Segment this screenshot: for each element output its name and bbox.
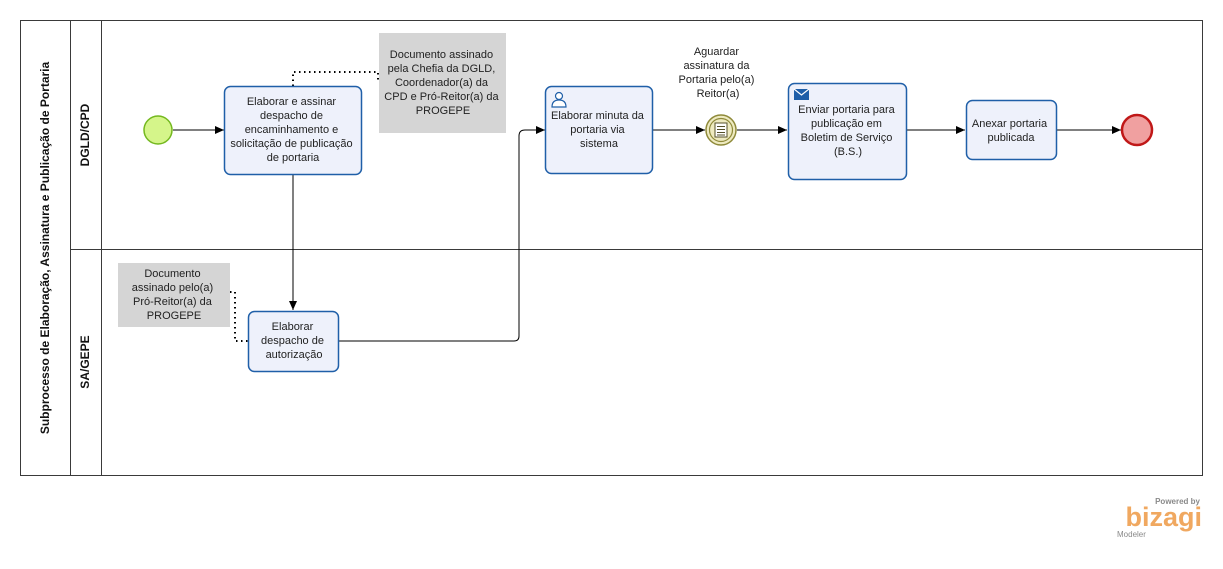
- associations: [230, 71, 379, 342]
- conditional-icon: [714, 122, 728, 138]
- start-event[interactable]: [143, 115, 173, 145]
- task-label: Elaborar e assinar despacho de encaminha…: [230, 96, 355, 164]
- task-anexar-portaria[interactable]: Anexar portaria publicada: [965, 99, 1058, 161]
- association-a1[interactable]: [292, 71, 379, 86]
- lane-title-dgld: DGLD/CPD: [78, 103, 92, 166]
- task-enviar-portaria[interactable]: Enviar portaria para publicação em Bolet…: [787, 82, 908, 181]
- annotation-text: Documento assinado pelo(a) Pró-Reitor(a)…: [132, 268, 216, 322]
- annotation-text: Documento assinado pela Chefia da DGLD, …: [384, 49, 501, 117]
- lane-title-sagepe: SA/GEPE: [78, 335, 92, 388]
- task-label: Elaborar minuta da portaria via sistema: [551, 110, 647, 150]
- task-label: Enviar portaria para publicação em Bolet…: [798, 104, 898, 158]
- powered-by-label: Powered by: [1155, 497, 1200, 506]
- intermediate-event[interactable]: [705, 114, 737, 146]
- pool-title: Subprocesso de Elaboração, Assinatura e …: [38, 62, 52, 435]
- task-label: Elaborar despacho de autorização: [261, 321, 327, 361]
- flow-t2-to-t3[interactable]: [339, 126, 545, 342]
- bizagi-branding: Powered by bizagi Modeler: [1117, 497, 1202, 539]
- user-task-icon: [551, 91, 567, 108]
- sequence-flows: [173, 126, 1121, 342]
- end-event[interactable]: [1120, 113, 1154, 147]
- annotation-documento-chefia[interactable]: Documento assinado pela Chefia da DGLD, …: [379, 33, 506, 133]
- task-elaborar-assinar-despacho[interactable]: Elaborar e assinar despacho de encaminha…: [223, 85, 363, 176]
- association-a2[interactable]: [230, 291, 248, 342]
- task-elaborar-despacho-autorizacao[interactable]: Elaborar despacho de autorização: [247, 310, 340, 373]
- annotation-documento-pro-reitor[interactable]: Documento assinado pelo(a) Pró-Reitor(a)…: [118, 263, 230, 327]
- modeler-label: Modeler: [1117, 530, 1146, 539]
- task-elaborar-minuta[interactable]: Elaborar minuta da portaria via sistema: [544, 85, 654, 175]
- envelope-icon: [793, 88, 810, 100]
- task-label: Anexar portaria publicada: [972, 118, 1050, 144]
- intermediate-event-label: Aguardar assinatura da Portaria pelo(a) …: [679, 46, 758, 100]
- bizagi-logo: bizagi: [1125, 502, 1202, 532]
